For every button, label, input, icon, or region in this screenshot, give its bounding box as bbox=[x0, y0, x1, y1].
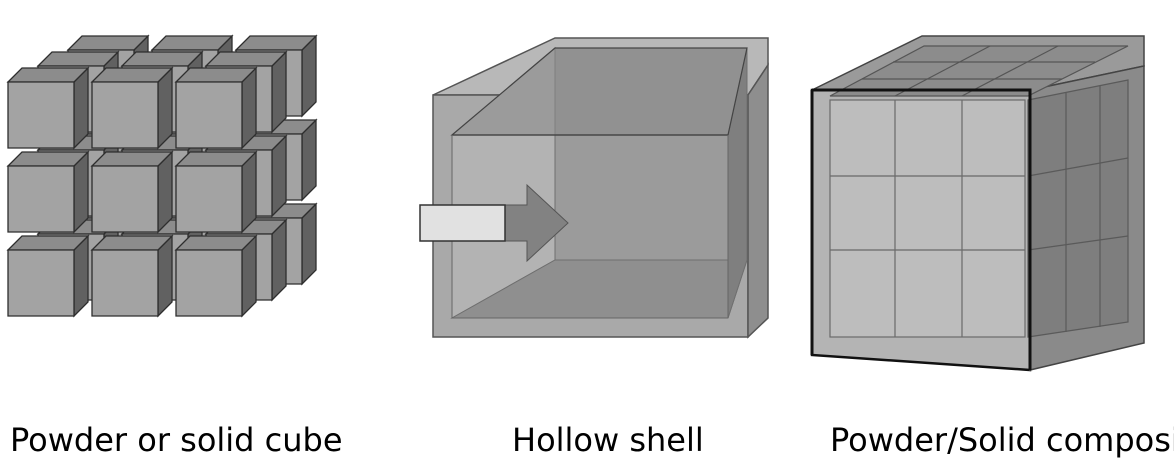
cube-front-face bbox=[175, 81, 243, 149]
shell-outer-side-face bbox=[747, 62, 769, 339]
cube-top-face bbox=[36, 51, 120, 67]
composite-front-grid bbox=[829, 99, 1026, 338]
arrow-body bbox=[419, 204, 506, 242]
cube-front-face bbox=[175, 165, 243, 233]
cube-front-face bbox=[7, 165, 75, 233]
cube-top-face bbox=[204, 51, 288, 67]
cube-front-face bbox=[175, 249, 243, 317]
cube-top-face bbox=[6, 235, 90, 251]
cube-top-face bbox=[150, 35, 234, 51]
composite-top-grid bbox=[829, 45, 1129, 97]
cube-front-face bbox=[7, 81, 75, 149]
cube-top-face bbox=[174, 151, 258, 167]
caption-composite: Powder/Solid composite bbox=[830, 421, 1174, 459]
composite-side-grid bbox=[1027, 79, 1129, 338]
cube-front-face bbox=[91, 81, 159, 149]
caption-hollow-shell: Hollow shell bbox=[512, 421, 704, 459]
composite-cube bbox=[810, 35, 1145, 372]
cube-top-face bbox=[6, 67, 90, 83]
hollow-shell-cube bbox=[419, 37, 769, 339]
composite-outline bbox=[812, 88, 1032, 370]
cube-top-face bbox=[174, 67, 258, 83]
powder-cube-array bbox=[6, 34, 318, 318]
cube-front-face bbox=[91, 165, 159, 233]
cube-top-face bbox=[90, 235, 174, 251]
caption-powder-cube: Powder or solid cube bbox=[10, 421, 343, 459]
cube-top-face bbox=[120, 51, 204, 67]
cube-top-face bbox=[90, 67, 174, 83]
cube-top-face bbox=[234, 35, 318, 51]
cube-top-face bbox=[66, 35, 150, 51]
cube-top-face bbox=[90, 151, 174, 167]
cube-top-face bbox=[174, 235, 258, 251]
cube-front-face bbox=[91, 249, 159, 317]
arrow-head bbox=[504, 183, 569, 263]
cube-top-face bbox=[6, 151, 90, 167]
cube-front-face bbox=[7, 249, 75, 317]
